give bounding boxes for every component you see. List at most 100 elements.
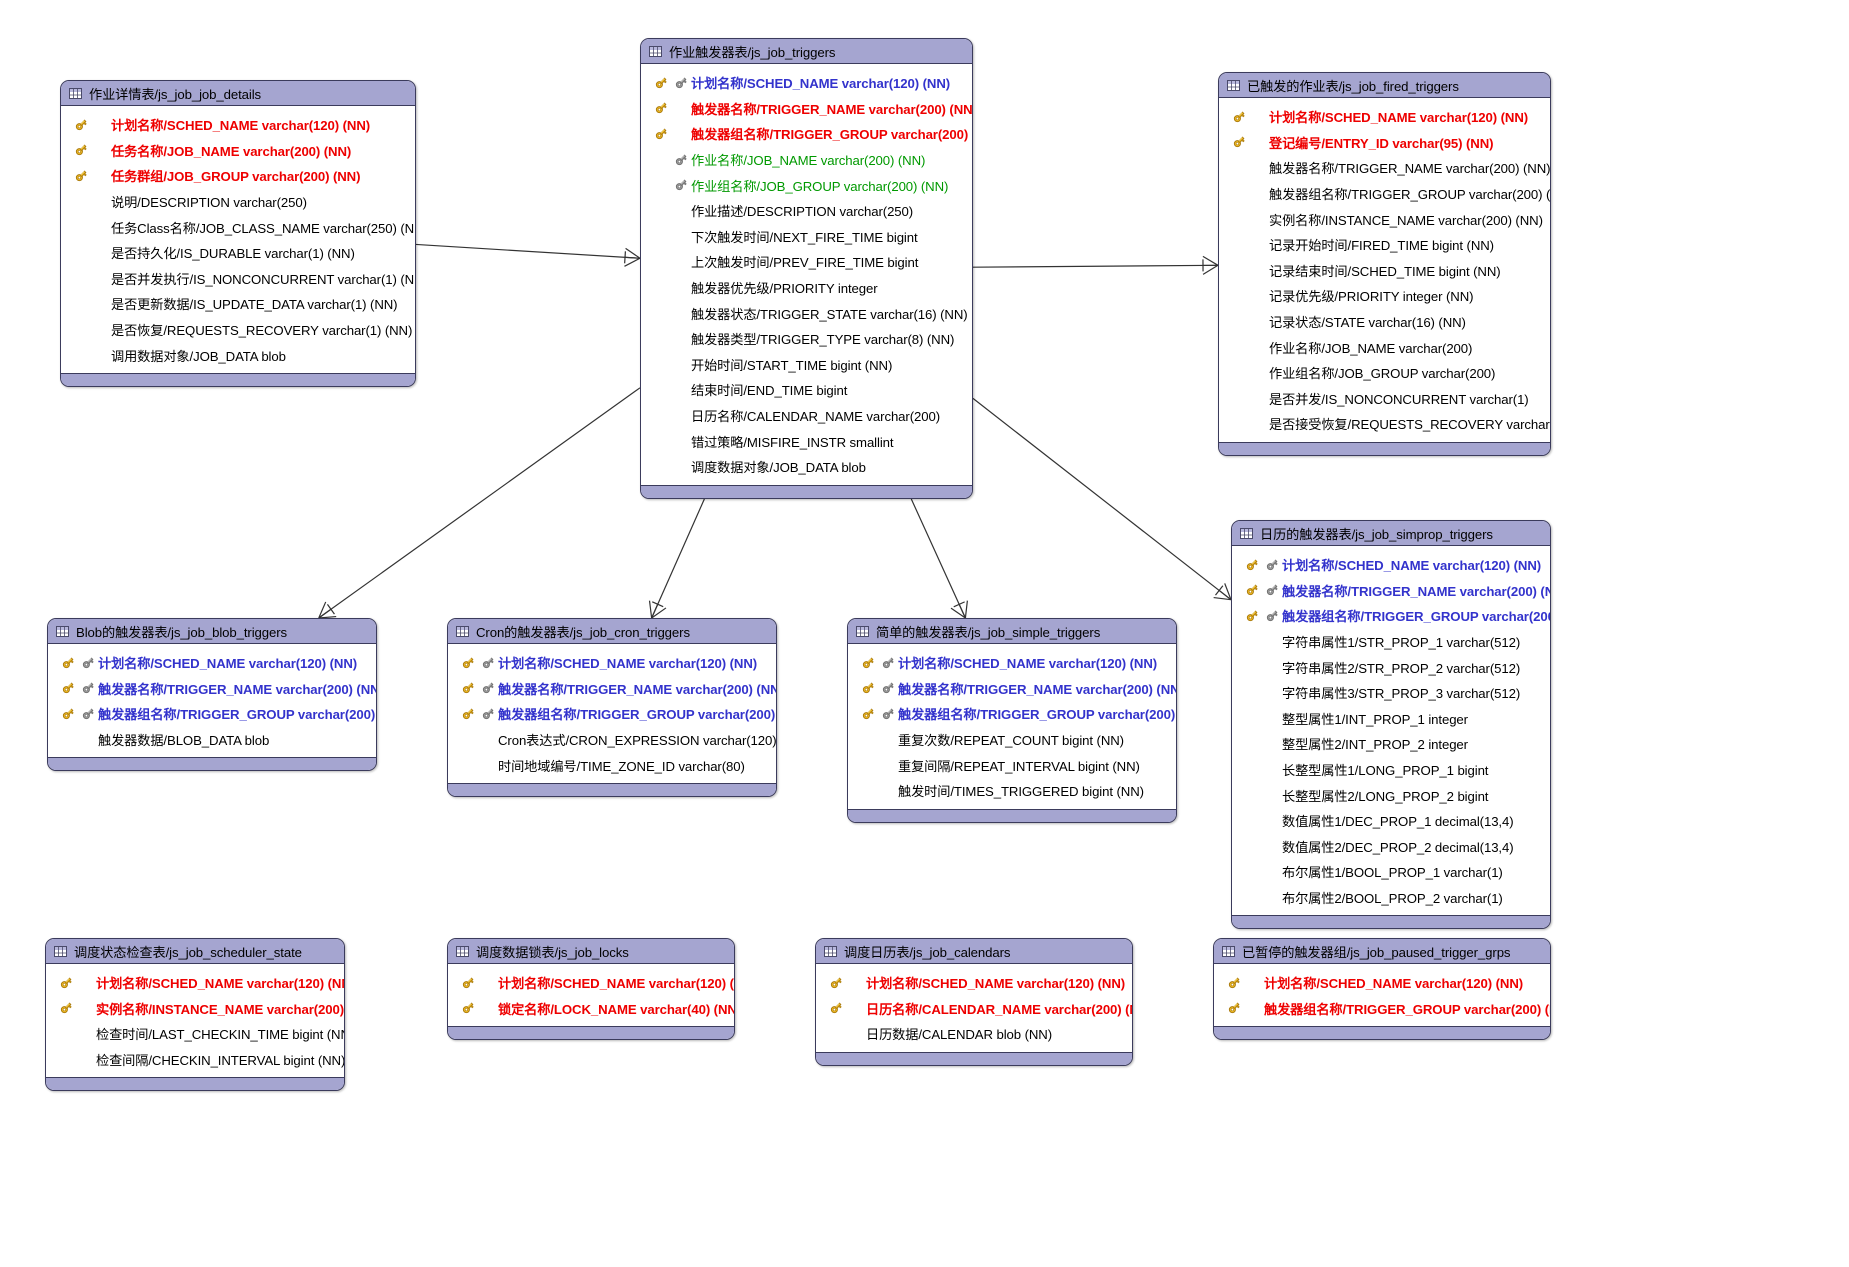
attribute-row[interactable]: 字符串属性3/STR_PROP_3 varchar(512) <box>1232 680 1550 706</box>
scheduler-state-entity[interactable]: 调度状态检查表/js_job_scheduler_state 计划名称/SCHED… <box>45 938 345 1092</box>
attribute-row[interactable]: 布尔属性2/BOOL_PROP_2 varchar(1) <box>1232 885 1550 911</box>
attribute-row[interactable]: Cron表达式/CRON_EXPRESSION varchar(120) (NN… <box>448 727 776 753</box>
attribute-row[interactable]: 数值属性2/DEC_PROP_2 decimal(13,4) <box>1232 834 1550 860</box>
attribute-row[interactable]: 错过策略/MISFIRE_INSTR smallint <box>641 428 972 454</box>
attribute-row[interactable]: 长整型属性2/LONG_PROP_2 bigint <box>1232 782 1550 808</box>
attribute-row[interactable]: 重复次数/REPEAT_COUNT bigint (NN) <box>848 727 1176 753</box>
attribute-row[interactable]: 是否接受恢复/REQUESTS_RECOVERY varchar(1) <box>1219 411 1550 437</box>
attribute-row[interactable]: 触发器名称/TRIGGER_NAME varchar(200) (NN) <box>48 676 376 702</box>
attribute-row[interactable]: 触发器名称/TRIGGER_NAME varchar(200) (NN) <box>848 676 1176 702</box>
attribute-row[interactable]: 计划名称/SCHED_NAME varchar(120) (NN) <box>1232 552 1550 578</box>
entity-header[interactable]: 日历的触发器表/js_job_simprop_triggers <box>1232 521 1550 546</box>
attribute-row[interactable]: 日历名称/CALENDAR_NAME varchar(200) <box>641 403 972 429</box>
attribute-row[interactable]: 触发器组名称/TRIGGER_GROUP varchar(200) (NN) <box>1232 603 1550 629</box>
attribute-row[interactable]: 是否更新数据/IS_UPDATE_DATA varchar(1) (NN) <box>61 291 415 317</box>
job-details-entity[interactable]: 作业详情表/js_job_job_details 计划名称/SCHED_NAME … <box>60 80 416 387</box>
entity-header[interactable]: 作业详情表/js_job_job_details <box>61 81 415 106</box>
simprop-triggers-entity[interactable]: 日历的触发器表/js_job_simprop_triggers 计划名称/SCHE… <box>1231 520 1551 930</box>
attribute-row[interactable]: 日历名称/CALENDAR_NAME varchar(200) (NN) <box>816 996 1132 1022</box>
attribute-row[interactable]: 调用数据对象/JOB_DATA blob <box>61 342 415 368</box>
entity-header[interactable]: 简单的触发器表/js_job_simple_triggers <box>848 619 1176 644</box>
attribute-row[interactable]: 计划名称/SCHED_NAME varchar(120) (NN) <box>641 70 972 96</box>
attribute-row[interactable]: 计划名称/SCHED_NAME varchar(120) (NN) <box>448 650 776 676</box>
attribute-row[interactable]: 整型属性2/INT_PROP_2 integer <box>1232 731 1550 757</box>
blob-triggers-entity[interactable]: Blob的触发器表/js_job_blob_triggers 计划名称/SCHED… <box>47 618 377 772</box>
attribute-row[interactable]: 是否持久化/IS_DURABLE varchar(1) (NN) <box>61 240 415 266</box>
attribute-row[interactable]: 触发器组名称/TRIGGER_GROUP varchar(200) (NN) <box>1219 181 1550 207</box>
attribute-row[interactable]: 计划名称/SCHED_NAME varchar(120) (NN) <box>448 970 734 996</box>
attribute-row[interactable]: 触发器组名称/TRIGGER_GROUP varchar(200) (NN) <box>448 701 776 727</box>
attribute-row[interactable]: 作业名称/JOB_NAME varchar(200) <box>1219 334 1550 360</box>
attribute-row[interactable]: 登记编号/ENTRY_ID varchar(95) (NN) <box>1219 130 1550 156</box>
attribute-row[interactable]: 上次触发时间/PREV_FIRE_TIME bigint <box>641 249 972 275</box>
attribute-row[interactable]: 触发器优先级/PRIORITY integer <box>641 275 972 301</box>
attribute-row[interactable]: 数值属性1/DEC_PROP_1 decimal(13,4) <box>1232 808 1550 834</box>
attribute-row[interactable]: 作业名称/JOB_NAME varchar(200) (NN) <box>641 147 972 173</box>
cron-triggers-entity[interactable]: Cron的触发器表/js_job_cron_triggers 计划名称/SCHED… <box>447 618 777 797</box>
attribute-row[interactable]: 计划名称/SCHED_NAME varchar(120) (NN) <box>1219 104 1550 130</box>
attribute-row[interactable]: 触发器组名称/TRIGGER_GROUP varchar(200) (NN) <box>641 121 972 147</box>
attribute-row[interactable]: 触发器名称/TRIGGER_NAME varchar(200) (NN) <box>1232 578 1550 604</box>
attribute-row[interactable]: 计划名称/SCHED_NAME varchar(120) (NN) <box>48 650 376 676</box>
attribute-row[interactable]: 是否并发执行/IS_NONCONCURRENT varchar(1) (NN) <box>61 266 415 292</box>
attribute-row[interactable]: 任务群组/JOB_GROUP varchar(200) (NN) <box>61 163 415 189</box>
attribute-row[interactable]: 结束时间/END_TIME bigint <box>641 377 972 403</box>
attribute-row[interactable]: 触发器类型/TRIGGER_TYPE varchar(8) (NN) <box>641 326 972 352</box>
attribute-row[interactable]: 触发器数据/BLOB_DATA blob <box>48 727 376 753</box>
entity-header[interactable]: 调度状态检查表/js_job_scheduler_state <box>46 939 344 964</box>
attribute-row[interactable]: 触发时间/TIMES_TRIGGERED bigint (NN) <box>848 778 1176 804</box>
attribute-row[interactable]: 开始时间/START_TIME bigint (NN) <box>641 352 972 378</box>
attribute-row[interactable]: 重复间隔/REPEAT_INTERVAL bigint (NN) <box>848 752 1176 778</box>
attribute-row[interactable]: 实例名称/INSTANCE_NAME varchar(200) (NN) <box>1219 206 1550 232</box>
attribute-row[interactable]: 检查时间/LAST_CHECKIN_TIME bigint (NN) <box>46 1021 344 1047</box>
attribute-row[interactable]: 长整型属性1/LONG_PROP_1 bigint <box>1232 757 1550 783</box>
attribute-row[interactable]: 字符串属性1/STR_PROP_1 varchar(512) <box>1232 629 1550 655</box>
attribute-row[interactable]: 日历数据/CALENDAR blob (NN) <box>816 1021 1132 1047</box>
fired-triggers-entity[interactable]: 已触发的作业表/js_job_fired_triggers 计划名称/SCHED_… <box>1218 72 1551 456</box>
attribute-row[interactable]: 触发器名称/TRIGGER_NAME varchar(200) (NN) <box>641 96 972 122</box>
entity-header[interactable]: 调度数据锁表/js_job_locks <box>448 939 734 964</box>
attribute-row[interactable]: 计划名称/SCHED_NAME varchar(120) (NN) <box>816 970 1132 996</box>
attribute-row[interactable]: 实例名称/INSTANCE_NAME varchar(200) (NN) <box>46 996 344 1022</box>
attribute-row[interactable]: 记录优先级/PRIORITY integer (NN) <box>1219 283 1550 309</box>
entity-header[interactable]: 已暂停的触发器组/js_job_paused_trigger_grps <box>1214 939 1550 964</box>
entity-header[interactable]: Cron的触发器表/js_job_cron_triggers <box>448 619 776 644</box>
attribute-row[interactable]: 记录状态/STATE varchar(16) (NN) <box>1219 309 1550 335</box>
attribute-row[interactable]: 作业组名称/JOB_GROUP varchar(200) <box>1219 360 1550 386</box>
entity-header[interactable]: Blob的触发器表/js_job_blob_triggers <box>48 619 376 644</box>
attribute-row[interactable]: 记录结束时间/SCHED_TIME bigint (NN) <box>1219 258 1550 284</box>
calendars-entity[interactable]: 调度日历表/js_job_calendars 计划名称/SCHED_NAME va… <box>815 938 1133 1066</box>
attribute-row[interactable]: 触发器组名称/TRIGGER_GROUP varchar(200) (NN) <box>848 701 1176 727</box>
attribute-row[interactable]: 下次触发时间/NEXT_FIRE_TIME bigint <box>641 224 972 250</box>
entity-header[interactable]: 调度日历表/js_job_calendars <box>816 939 1132 964</box>
attribute-row[interactable]: 任务名称/JOB_NAME varchar(200) (NN) <box>61 138 415 164</box>
attribute-row[interactable]: 说明/DESCRIPTION varchar(250) <box>61 189 415 215</box>
attribute-row[interactable]: 作业描述/DESCRIPTION varchar(250) <box>641 198 972 224</box>
attribute-row[interactable]: 时间地域编号/TIME_ZONE_ID varchar(80) <box>448 752 776 778</box>
attribute-row[interactable]: 布尔属性1/BOOL_PROP_1 varchar(1) <box>1232 859 1550 885</box>
attribute-row[interactable]: 计划名称/SCHED_NAME varchar(120) (NN) <box>46 970 344 996</box>
entity-header[interactable]: 作业触发器表/js_job_triggers <box>641 39 972 64</box>
attribute-row[interactable]: 触发器名称/TRIGGER_NAME varchar(200) (NN) <box>448 676 776 702</box>
job-triggers-entity[interactable]: 作业触发器表/js_job_triggers 计划名称/SCHED_NAME va… <box>640 38 973 499</box>
attribute-row[interactable]: 锁定名称/LOCK_NAME varchar(40) (NN) <box>448 996 734 1022</box>
locks-entity[interactable]: 调度数据锁表/js_job_locks 计划名称/SCHED_NAME varch… <box>447 938 735 1041</box>
attribute-row[interactable]: 记录开始时间/FIRED_TIME bigint (NN) <box>1219 232 1550 258</box>
attribute-row[interactable]: 整型属性1/INT_PROP_1 integer <box>1232 706 1550 732</box>
entity-header[interactable]: 已触发的作业表/js_job_fired_triggers <box>1219 73 1550 98</box>
attribute-row[interactable]: 计划名称/SCHED_NAME varchar(120) (NN) <box>1214 970 1550 996</box>
attribute-row[interactable]: 触发器名称/TRIGGER_NAME varchar(200) (NN) <box>1219 155 1550 181</box>
attribute-row[interactable]: 触发器组名称/TRIGGER_GROUP varchar(200) (NN) <box>48 701 376 727</box>
attribute-row[interactable]: 触发器组名称/TRIGGER_GROUP varchar(200) (NN) <box>1214 996 1550 1022</box>
attribute-row[interactable]: 调度数据对象/JOB_DATA blob <box>641 454 972 480</box>
attribute-row[interactable]: 计划名称/SCHED_NAME varchar(120) (NN) <box>61 112 415 138</box>
attribute-row[interactable]: 是否并发/IS_NONCONCURRENT varchar(1) <box>1219 386 1550 412</box>
attribute-row[interactable]: 是否恢复/REQUESTS_RECOVERY varchar(1) (NN) <box>61 317 415 343</box>
simple-triggers-entity[interactable]: 简单的触发器表/js_job_simple_triggers 计划名称/SCHED… <box>847 618 1177 823</box>
paused-trigger-grps-entity[interactable]: 已暂停的触发器组/js_job_paused_trigger_grps 计划名称/… <box>1213 938 1551 1041</box>
attribute-row[interactable]: 字符串属性2/STR_PROP_2 varchar(512) <box>1232 654 1550 680</box>
attribute-row[interactable]: 检查间隔/CHECKIN_INTERVAL bigint (NN) <box>46 1047 344 1073</box>
attribute-row[interactable]: 作业组名称/JOB_GROUP varchar(200) (NN) <box>641 172 972 198</box>
attribute-row[interactable]: 计划名称/SCHED_NAME varchar(120) (NN) <box>848 650 1176 676</box>
attribute-row[interactable]: 任务Class名称/JOB_CLASS_NAME varchar(250) (N… <box>61 214 415 240</box>
